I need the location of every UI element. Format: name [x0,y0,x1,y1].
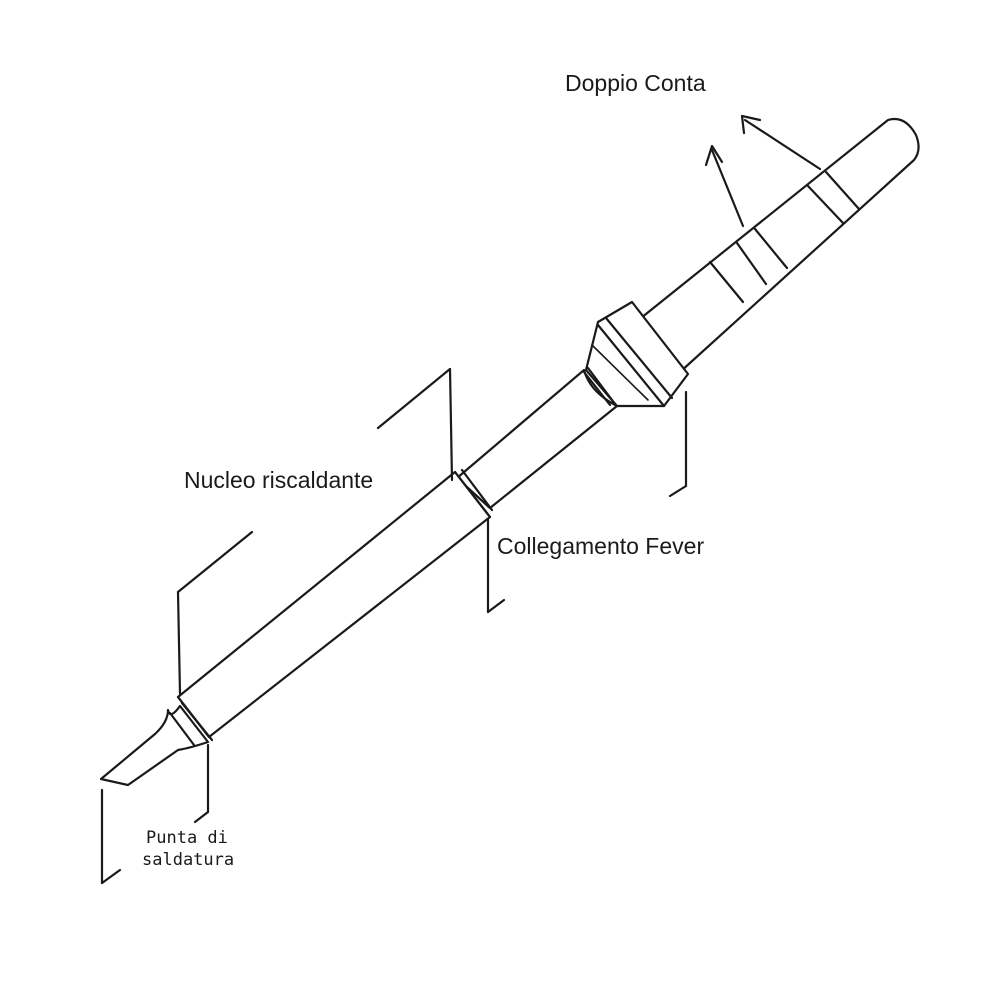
double-contact-arrows [704,114,822,228]
connecting-tube [455,366,619,510]
contact-ring-line [806,184,845,225]
contact-ring-line [824,170,861,211]
label-double-contact: Doppio Conta [565,70,706,96]
contact-ring-line [708,260,745,304]
label-fever-connection: Collegamento Fever [497,533,705,559]
label-heating-core: Nucleo riscaldante [184,467,374,493]
label-soldering-tip-line1: Punta di [146,828,228,848]
heating-core-barrel [176,468,494,742]
contact-ring-line [753,227,789,270]
contact-ring-line [735,241,768,286]
soldering-point [99,704,210,787]
flange-collar [584,300,690,408]
label-soldering-tip-line2: saldatura [142,850,235,870]
label-brackets [100,367,688,885]
connector-plug [634,117,920,374]
